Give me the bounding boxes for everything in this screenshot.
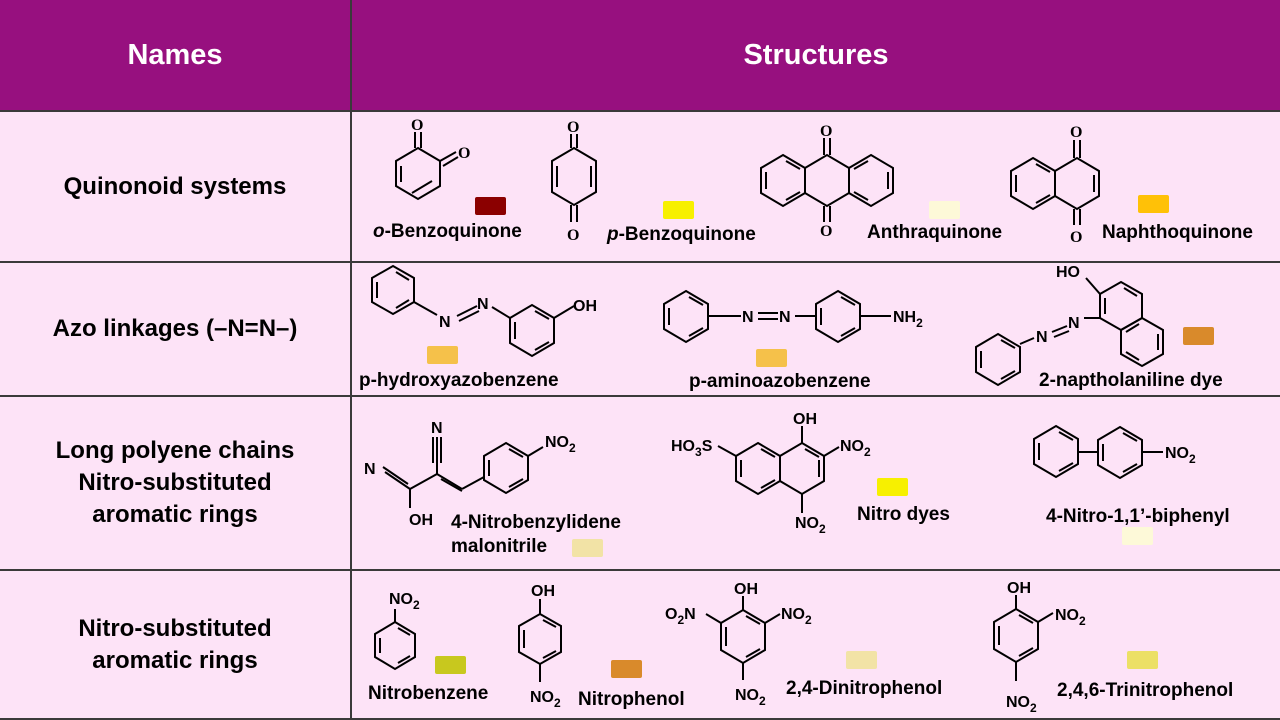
hydroxyl-label: OH: [409, 512, 433, 529]
p-benzoquinone-structure: O O: [551, 119, 597, 244]
hydroxyl-label: OH: [573, 298, 597, 315]
nitrogen-label: N: [431, 420, 443, 437]
nitro-dye-structure: HO3S OH NO2 NO2: [671, 411, 871, 536]
anthraquinone-structure: O O: [760, 123, 894, 240]
row-name-nitro: Nitro-substituted aromatic rings: [78, 614, 272, 674]
label-p-benzoquinone: p-Benzoquinone: [606, 224, 756, 245]
nitro-group-label: NO2: [735, 687, 766, 708]
nitro-group-label: NO2: [840, 438, 871, 459]
table-header: [0, 0, 1280, 111]
oxygen-label: O: [567, 119, 579, 136]
nitro-group-label: NO2: [1006, 694, 1037, 715]
label-naphthoquinone: Naphthoquinone: [1102, 222, 1253, 243]
color-swatch-o-benzoquinone: [475, 197, 506, 215]
row-divider: [0, 569, 1280, 571]
row-divider: [0, 718, 1280, 720]
oxygen-label: O: [820, 123, 832, 140]
oxygen-label: O: [458, 145, 470, 162]
nitro-group-label: NO2: [1055, 607, 1086, 628]
label-o-benzoquinone: o-Benzoquinone: [373, 221, 522, 242]
nitro-group-label: NO2: [795, 515, 826, 536]
nitrogen-label: N: [477, 296, 489, 313]
nitro-group-label: NO2: [545, 434, 576, 455]
nitrogen-label: N: [364, 461, 376, 478]
row-divider: [0, 110, 1280, 112]
hydroxyl-label: OH: [734, 581, 758, 598]
2-naptholaniline-structure: HO N N: [975, 264, 1164, 387]
label-p-aminoazobenzene: p-aminoazobenzene: [689, 371, 871, 392]
nitro-group-label: O2N: [665, 606, 696, 627]
label-malonitrile: malonitrile: [451, 536, 547, 557]
color-swatch-nitro-dyes: [877, 478, 908, 496]
row-name-polyene: Long polyene chains Nitro-substituted ar…: [55, 437, 295, 528]
nitro-group-label: NO2: [1165, 445, 1196, 466]
color-swatch-p-aminoazobenzene: [756, 349, 787, 367]
dinitrophenol-structure: OH O2N NO2 NO2: [665, 581, 812, 708]
column-divider: [350, 0, 352, 720]
nitrogen-label: N: [742, 309, 754, 326]
color-swatch-anthraquinone: [929, 201, 960, 219]
color-swatch-dinitrophenol: [846, 651, 877, 669]
hydroxyl-label: OH: [531, 583, 555, 600]
color-swatch-naphthoquinone: [1138, 195, 1169, 213]
color-swatch-nitrophenol: [611, 660, 642, 678]
header-structures: Structures: [743, 39, 889, 71]
color-swatch-nitro-biphenyl: [1122, 527, 1153, 545]
label-nitrophenol: Nitrophenol: [578, 689, 685, 710]
color-swatch-trinitrophenol: [1127, 651, 1158, 669]
row-divider: [0, 395, 1280, 397]
color-swatch-p-hydroxyazobenzene: [427, 346, 458, 364]
nitro-group-label: NO2: [530, 689, 561, 710]
hydroxyl-label: OH: [1007, 580, 1031, 597]
amine-label: NH2: [893, 309, 923, 330]
label-2-naptholaniline: 2-naptholaniline dye: [1039, 370, 1223, 391]
label-nitro-dyes: Nitro dyes: [857, 504, 950, 525]
p-aminoazobenzene-structure: N N NH2: [663, 289, 923, 344]
sulfonate-label: HO3S: [671, 438, 713, 459]
header-names: Names: [127, 39, 223, 71]
label-dinitrophenol: 2,4-Dinitrophenol: [786, 678, 942, 699]
nitrogen-label: N: [1068, 315, 1080, 332]
row-name-azo: Azo linkages (–N=N–): [52, 315, 298, 342]
4-nitro-biphenyl-structure: NO2: [1033, 424, 1196, 480]
color-swatch-2-naptholaniline: [1183, 327, 1214, 345]
label-anthraquinone: Anthraquinone: [867, 222, 1002, 243]
naphthoquinone-structure: O O: [1010, 124, 1100, 246]
trinitrophenol-structure: OH NO2 NO2: [993, 580, 1086, 715]
color-swatch-p-benzoquinone: [663, 201, 694, 219]
oxygen-label: O: [1070, 124, 1082, 141]
label-nitrobenzene: Nitrobenzene: [368, 683, 488, 704]
color-swatch-nitrobenzene: [435, 656, 466, 674]
nitrobenzene-structure: NO2: [374, 591, 420, 671]
hydroxyl-label: OH: [793, 411, 817, 428]
oxygen-label: O: [820, 223, 832, 240]
hydroxyl-label: HO: [1056, 264, 1080, 281]
label-nitro-biphenyl: 4-Nitro-1,1’-biphenyl: [1046, 506, 1230, 527]
row-name-quinonoid: Quinonoid systems: [63, 172, 287, 200]
oxygen-label: O: [411, 117, 423, 134]
label-nitrobenzylidene: 4-Nitrobenzylidene: [451, 512, 621, 533]
o-benzoquinone-structure: O O: [395, 117, 470, 201]
nitro-group-label: NO2: [389, 591, 420, 612]
label-p-hydroxyazobenzene: p-hydroxyazobenzene: [359, 370, 559, 391]
oxygen-label: O: [567, 227, 579, 244]
color-swatch-nitrobenzylidene: [572, 539, 603, 557]
p-hydroxyazobenzene-structure: N N OH: [371, 264, 597, 358]
nitrogen-label: N: [779, 309, 791, 326]
nitrogen-label: N: [439, 314, 451, 331]
nitrogen-label: N: [1036, 329, 1048, 346]
nitrophenol-structure: OH NO2: [518, 583, 562, 710]
oxygen-label: O: [1070, 229, 1082, 246]
label-trinitrophenol: 2,4,6-Trinitrophenol: [1057, 680, 1233, 701]
4-nitrobenzylidene-malonitrile-structure: N N OH NO2: [364, 420, 576, 529]
row-divider: [0, 261, 1280, 263]
nitro-group-label: NO2: [781, 606, 812, 627]
